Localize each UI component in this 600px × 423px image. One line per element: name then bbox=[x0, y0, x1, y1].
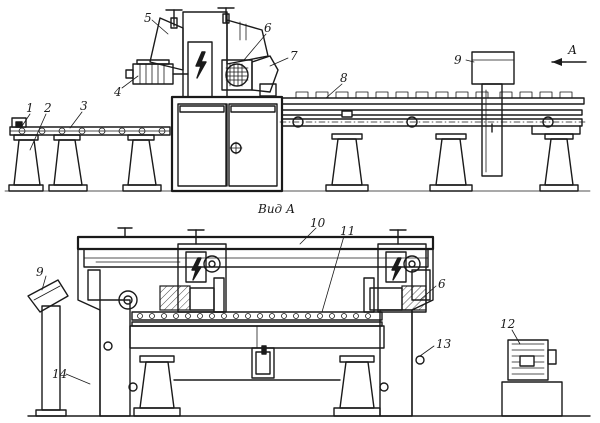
left-column bbox=[77, 248, 138, 417]
motor-12 bbox=[501, 339, 563, 417]
view-direction-arrow bbox=[551, 58, 587, 66]
callout-1: 1 bbox=[26, 101, 34, 115]
callout-14: 14 bbox=[52, 367, 67, 381]
support-stands-right bbox=[325, 133, 579, 192]
callout-9b: 9 bbox=[36, 265, 44, 279]
callout-6b: 6 bbox=[438, 277, 446, 291]
right-cutting-head bbox=[363, 229, 427, 313]
callout-11: 11 bbox=[340, 224, 355, 238]
machine-body bbox=[170, 95, 284, 193]
leader-lines-top bbox=[21, 19, 475, 151]
callout-8: 8 bbox=[340, 71, 348, 85]
callout-6: 6 bbox=[264, 21, 272, 35]
view-title: Вид А bbox=[257, 202, 295, 216]
side-view: 1 2 3 4 5 6 7 8 9 А bbox=[4, 7, 591, 193]
outfeed-conveyor bbox=[279, 91, 587, 135]
callout-2: 2 bbox=[43, 101, 52, 115]
front-stands bbox=[133, 355, 381, 417]
callout-12: 12 bbox=[500, 317, 515, 331]
gearbox-right bbox=[221, 55, 279, 97]
motor-left bbox=[125, 59, 189, 85]
left-cutting-head bbox=[159, 229, 227, 313]
front-view: 10 11 6 13 9 14 12 bbox=[27, 216, 591, 417]
top-beam bbox=[76, 227, 435, 268]
control-pendant bbox=[471, 51, 515, 177]
callout-9: 9 bbox=[454, 53, 462, 67]
support-stands-left bbox=[8, 134, 162, 192]
callout-4: 4 bbox=[113, 85, 122, 99]
callout-5: 5 bbox=[144, 11, 152, 25]
callout-7: 7 bbox=[290, 49, 298, 63]
infeed-table bbox=[9, 117, 171, 136]
control-pendant-front bbox=[27, 279, 69, 417]
chain-conveyor bbox=[129, 311, 385, 379]
callout-13: 13 bbox=[436, 337, 452, 351]
cutting-head bbox=[149, 7, 269, 98]
callout-10: 10 bbox=[310, 216, 326, 230]
arrow-label: А bbox=[567, 43, 577, 57]
callout-3: 3 bbox=[80, 99, 88, 113]
leader-lines-bottom bbox=[41, 227, 521, 385]
